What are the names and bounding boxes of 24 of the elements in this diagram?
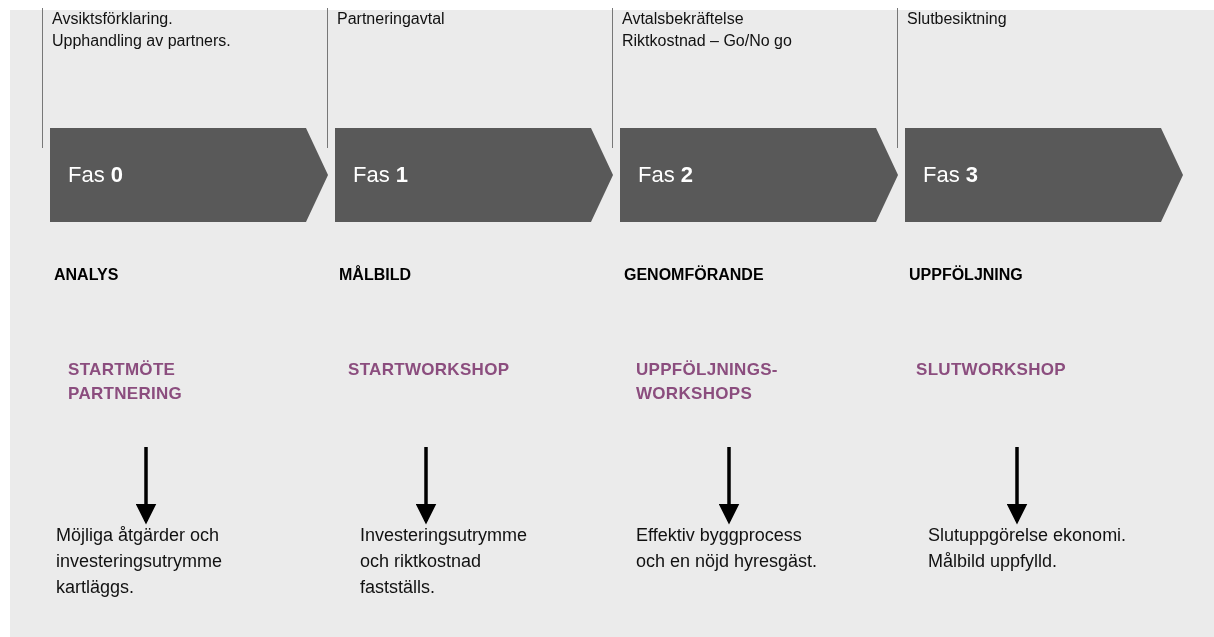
phase-heading: GENOMFÖRANDE <box>624 266 764 284</box>
milestone-note: Partneringavtal <box>337 9 446 29</box>
workshop-label: SLUTWORKSHOP <box>916 358 1116 447</box>
outcome-text: Slutuppgörelse ekonomi. Målbild uppfylld. <box>928 522 1143 574</box>
milestone-note: Avtalsbekräftelse Riktkostnad – Go/No go <box>622 9 793 51</box>
down-arrow <box>718 447 740 525</box>
outcome-text: Möjliga åtgärder och investeringsutrymme kartläggs. <box>56 522 256 600</box>
phase-heading: MÅLBILD <box>339 266 411 284</box>
milestone-note: Avsiktsförklaring. Upphandling av partners. <box>52 9 232 51</box>
outcome-text: Effektiv byggprocess och en nöjd hyresgäst. <box>636 522 831 574</box>
workshop-label: UPPFÖLJNINGS- WORKSHOPS <box>636 358 806 447</box>
workshop-label: STARTWORKSHOP <box>348 358 548 447</box>
milestone-note: Slutbesiktning <box>907 9 1008 29</box>
phase-banner: Fas 3 <box>905 128 1183 222</box>
down-arrow <box>135 447 157 525</box>
phase-banner: Fas 1 <box>335 128 613 222</box>
workshop-label: STARTMÖTE PARTNERING <box>68 358 218 447</box>
outcome-text: Investeringsutrymme och riktkostnad fastställs. <box>360 522 555 600</box>
phase-banner: Fas 0 <box>50 128 328 222</box>
phase-banner: Fas 2 <box>620 128 898 222</box>
phase-heading: ANALYS <box>54 266 119 284</box>
phase-heading: UPPFÖLJNING <box>909 266 1023 284</box>
down-arrow <box>415 447 437 525</box>
down-arrow <box>1006 447 1028 525</box>
